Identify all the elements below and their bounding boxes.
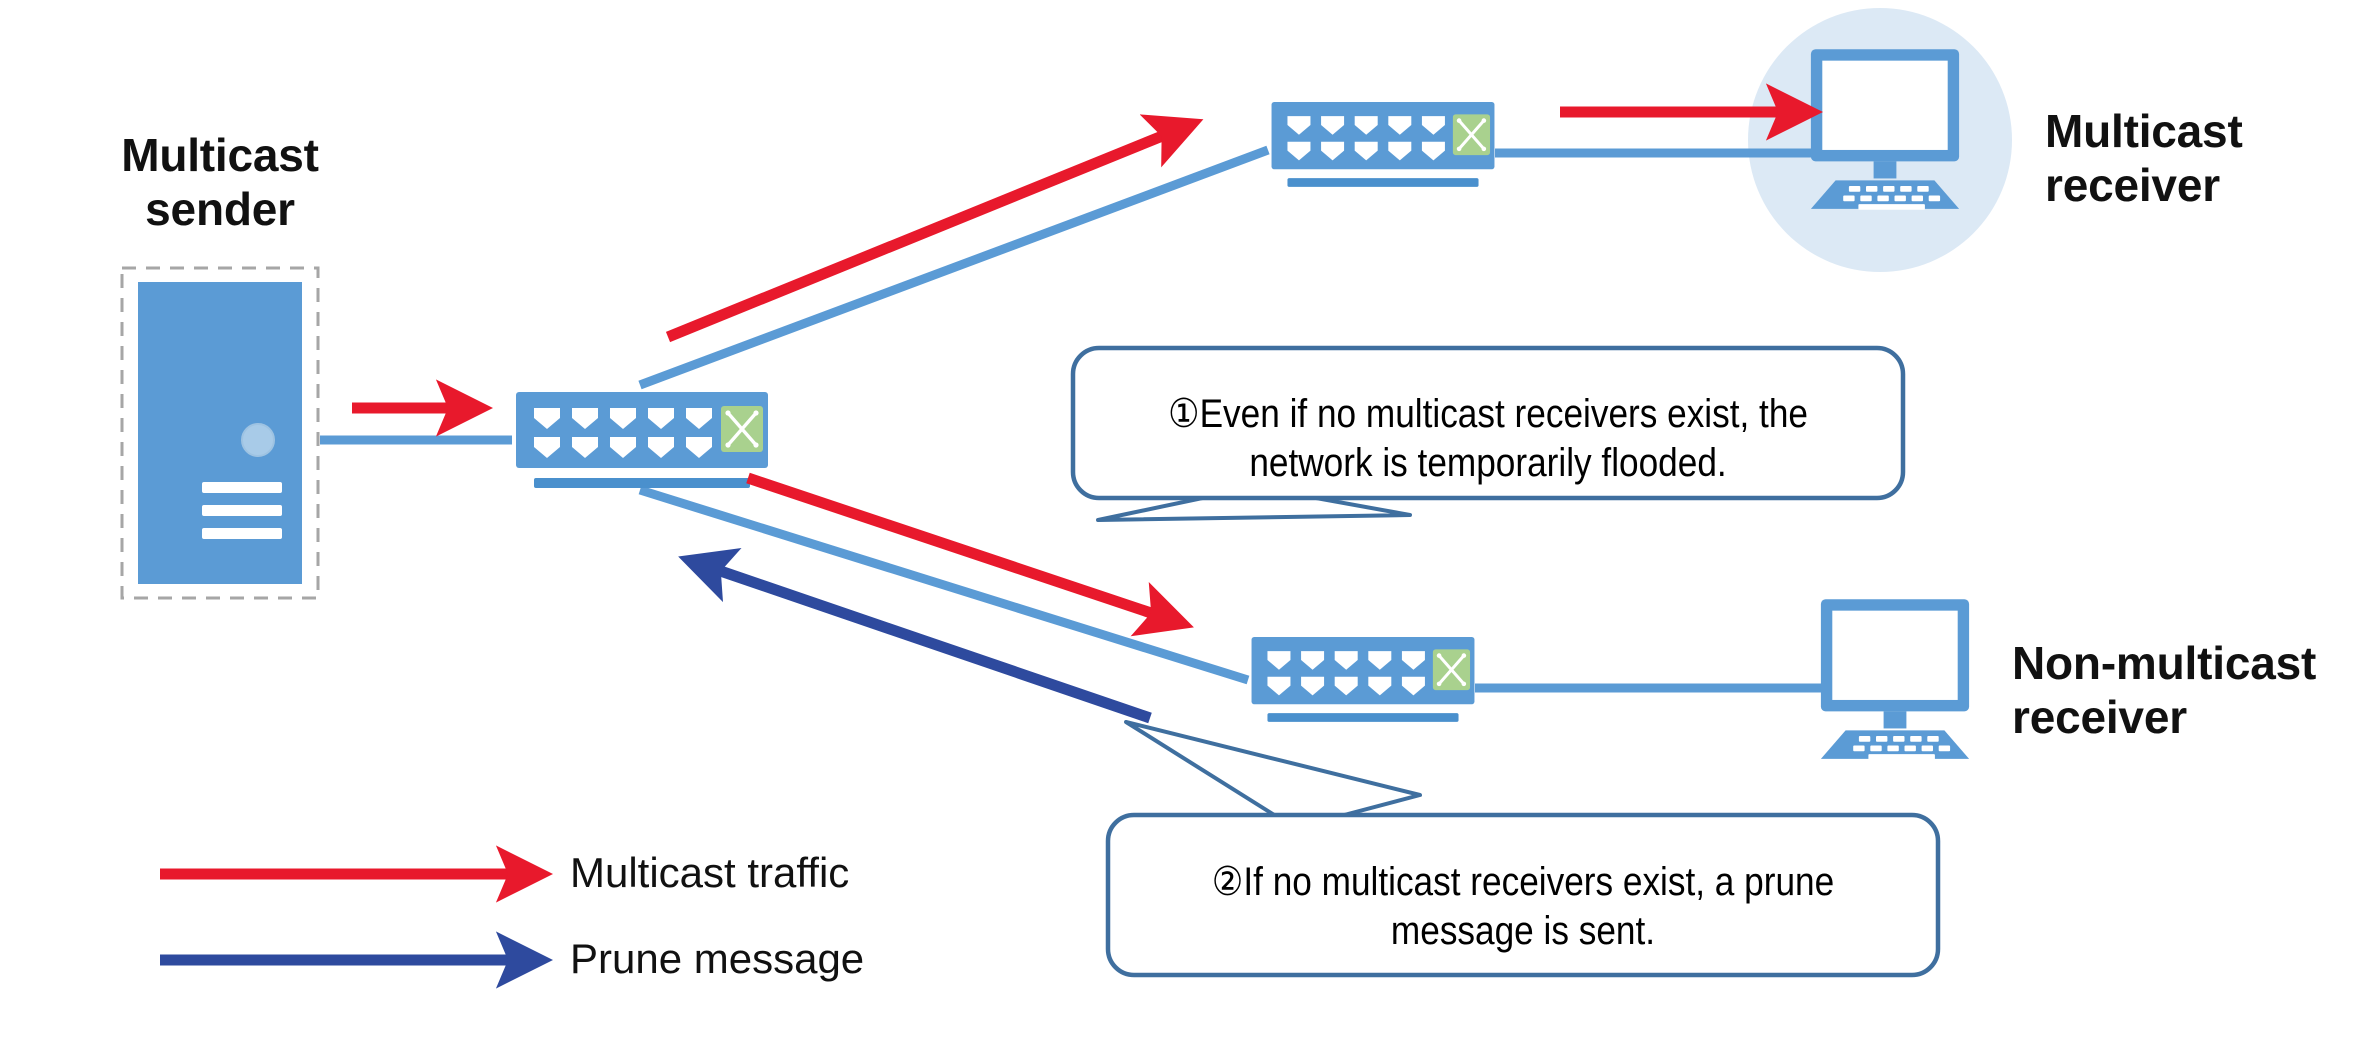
callout-2-box	[1105, 812, 1941, 978]
top-switch[interactable]	[1270, 100, 1496, 189]
legend-swatches	[160, 845, 554, 989]
callout-2-line-2: message is sent.	[1390, 909, 1656, 953]
link-center-to-top	[638, 145, 1270, 390]
callout-1-line-2: network is temporarily flooded.	[1249, 441, 1727, 485]
server-indicator-light	[241, 423, 275, 457]
callout-1-line-1: ①Even if no multicast receivers exist, t…	[1168, 392, 1808, 436]
center-switch[interactable]	[514, 390, 770, 490]
server-vent-bars	[202, 482, 282, 539]
callout-2-line-1: ②If no multicast receivers exist, a prun…	[1211, 860, 1835, 904]
callout-2-tail	[1124, 720, 1422, 830]
callout-1-box	[1070, 345, 1906, 501]
multicast-traffic-arrows	[352, 83, 1824, 637]
server-selection-box	[120, 266, 320, 600]
non-multicast-receiver-computer[interactable]	[1820, 599, 1970, 760]
prune-message-arrows	[678, 547, 1152, 724]
multicast-sender-server[interactable]	[120, 266, 320, 600]
legend-label-multicast-traffic: Multicast traffic	[570, 849, 850, 896]
arrow-bottom-to-center-prune	[678, 547, 1152, 724]
bottom-switch[interactable]	[1250, 635, 1476, 724]
non-multicast-receiver-label: Non-multicast receiver	[2012, 637, 2317, 744]
callout-1-tail	[1096, 485, 1412, 522]
multicast-sender-label: Multicast sender	[121, 129, 319, 236]
multicast-receiver-label: Multicast receiver	[2045, 105, 2243, 212]
link-center-to-bottom	[638, 485, 1250, 685]
arrow-center-to-top	[665, 114, 1204, 343]
legend-label-prune-message: Prune message	[570, 935, 865, 982]
arrow-center-to-bottom	[746, 472, 1194, 637]
multicast-receiver-computer[interactable]	[1810, 49, 1960, 210]
